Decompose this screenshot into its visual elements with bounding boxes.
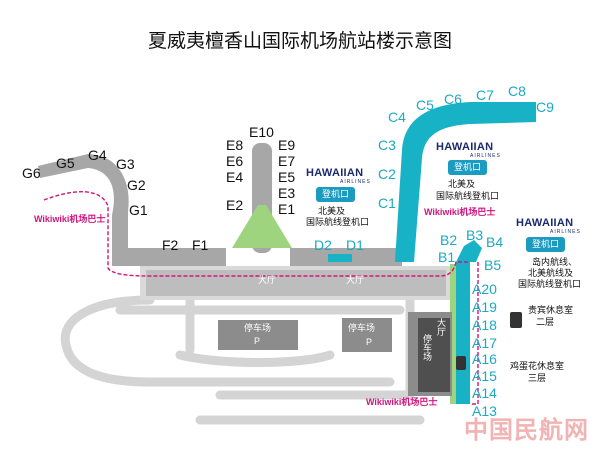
- parking-lot-1-label: 停车场: [244, 323, 272, 333]
- airline-logo-e: HAWAIIAN: [306, 167, 364, 179]
- gate-g2: G2: [127, 177, 146, 193]
- gate-e7: E7: [278, 153, 296, 169]
- parking-lot-2-label: 停车场: [348, 323, 376, 333]
- b-note-line3: 国际航线登机口: [518, 279, 582, 289]
- gate-a13: A13: [472, 403, 497, 419]
- gate-e6: E6: [226, 153, 244, 169]
- plumeria-lounge-label: 鸡蛋花休息室: [510, 361, 565, 371]
- airline-logo-b-sub: AIRLINES: [550, 229, 581, 235]
- gate-g4: G4: [88, 147, 107, 163]
- gate-c3: C3: [378, 137, 396, 153]
- airline-logo-c: HAWAIIAN: [436, 141, 494, 153]
- plumeria-lounge-marker: [456, 356, 466, 370]
- concourse-b: [456, 240, 482, 262]
- gate-b4: B4: [486, 234, 504, 250]
- gate-b1: B1: [438, 249, 456, 265]
- gate-g6: G6: [22, 165, 41, 181]
- c-note-line2: 国际航线登机口: [436, 191, 500, 201]
- gate-c9: C9: [536, 99, 554, 115]
- gate-e2: E2: [226, 197, 244, 213]
- e-note-line2: 国际航线登机口: [306, 217, 370, 227]
- concourse-c: [395, 102, 536, 262]
- gate-a15: A15: [472, 368, 497, 384]
- vip-lounge-marker: [510, 312, 522, 328]
- gate-c7: C7: [476, 87, 494, 103]
- plumeria-lounge-floor: 三层: [528, 373, 547, 383]
- gate-g3: G3: [116, 156, 135, 172]
- parking-lot-1: [218, 320, 298, 350]
- bus-route: [43, 191, 470, 277]
- airline-logo-b: HAWAIIAN: [516, 217, 574, 229]
- parking-lot-3-label: 停车场: [422, 334, 432, 361]
- gate-g5: G5: [56, 155, 75, 171]
- map-title: 夏威夷檀香山国际机场航站楼示意图: [147, 30, 452, 52]
- c-note-line1: 北美及: [448, 179, 476, 189]
- gate-b3: B3: [466, 227, 484, 243]
- gate-c1: C1: [378, 195, 396, 211]
- gate-c6: C6: [444, 91, 462, 107]
- gate-e3: E3: [278, 185, 296, 201]
- parking-lot-1-p: P: [254, 336, 261, 346]
- gate-a18: A18: [472, 317, 497, 333]
- parking-lot-2: [342, 318, 392, 352]
- checkin-badge-c: 登机口: [448, 160, 488, 175]
- gate-e9: E9: [278, 137, 296, 153]
- a-terminal-core: [418, 318, 450, 392]
- concourse-f: [112, 248, 226, 266]
- gate-c2: C2: [378, 166, 396, 182]
- gate-a20: A20: [472, 281, 497, 297]
- gate-a19: A19: [472, 299, 497, 315]
- vip-lounge-label: 贵宾休息室: [528, 305, 574, 315]
- hall-label-1: 大厅: [258, 275, 277, 285]
- vip-lounge-floor: 二层: [536, 317, 555, 327]
- b-note-line2: 北美航线及: [528, 268, 574, 278]
- airline-logo-c-sub: AIRLINES: [470, 153, 501, 159]
- gate-b5: B5: [484, 257, 502, 273]
- gate-c5: C5: [416, 97, 434, 113]
- checkin-badge-b: 登机口: [526, 237, 566, 252]
- gate-c8: C8: [508, 83, 526, 99]
- bus-route-a: [470, 262, 479, 405]
- gate-a16: A16: [472, 351, 497, 367]
- bus-label-west: Wikiwiki机场巴士: [34, 214, 106, 224]
- bus-label-c: Wikiwiki机场巴士: [424, 207, 496, 217]
- gate-e4: E4: [226, 169, 244, 185]
- bus-label-a: Wikiwiki机场巴士: [366, 397, 438, 407]
- gate-f1: F1: [192, 237, 209, 253]
- gate-a17: A17: [472, 335, 497, 351]
- terminal-strip-dark: [146, 270, 446, 296]
- e-note-line1: 北美及: [318, 206, 346, 216]
- gate-f2: F2: [162, 237, 179, 253]
- gate-e10: E10: [249, 124, 274, 140]
- gate-e8: E8: [226, 137, 244, 153]
- watermark: 中国民航网: [464, 416, 589, 444]
- gate-c4: C4: [388, 109, 406, 125]
- gate-d1: D1: [346, 237, 364, 253]
- gate-e5: E5: [278, 169, 296, 185]
- hall-label-2: 大厅: [346, 275, 365, 285]
- checkin-badge-e: 登机口: [316, 187, 356, 202]
- gate-g1: G1: [129, 202, 148, 218]
- concourse-a: [456, 262, 470, 404]
- gate-d2: D2: [314, 237, 332, 253]
- hall-label-3: 大厅: [436, 318, 446, 336]
- b-note-line1: 岛内航线、: [532, 257, 578, 267]
- gate-a14: A14: [472, 385, 497, 401]
- gate-b2: B2: [440, 232, 458, 248]
- parking-lot-2-p: P: [366, 337, 373, 347]
- concourse-d-tip: [328, 254, 352, 262]
- gate-e1: E1: [278, 201, 296, 217]
- airline-logo-e-sub: AIRLINES: [340, 179, 371, 185]
- lawn-e: [232, 205, 292, 248]
